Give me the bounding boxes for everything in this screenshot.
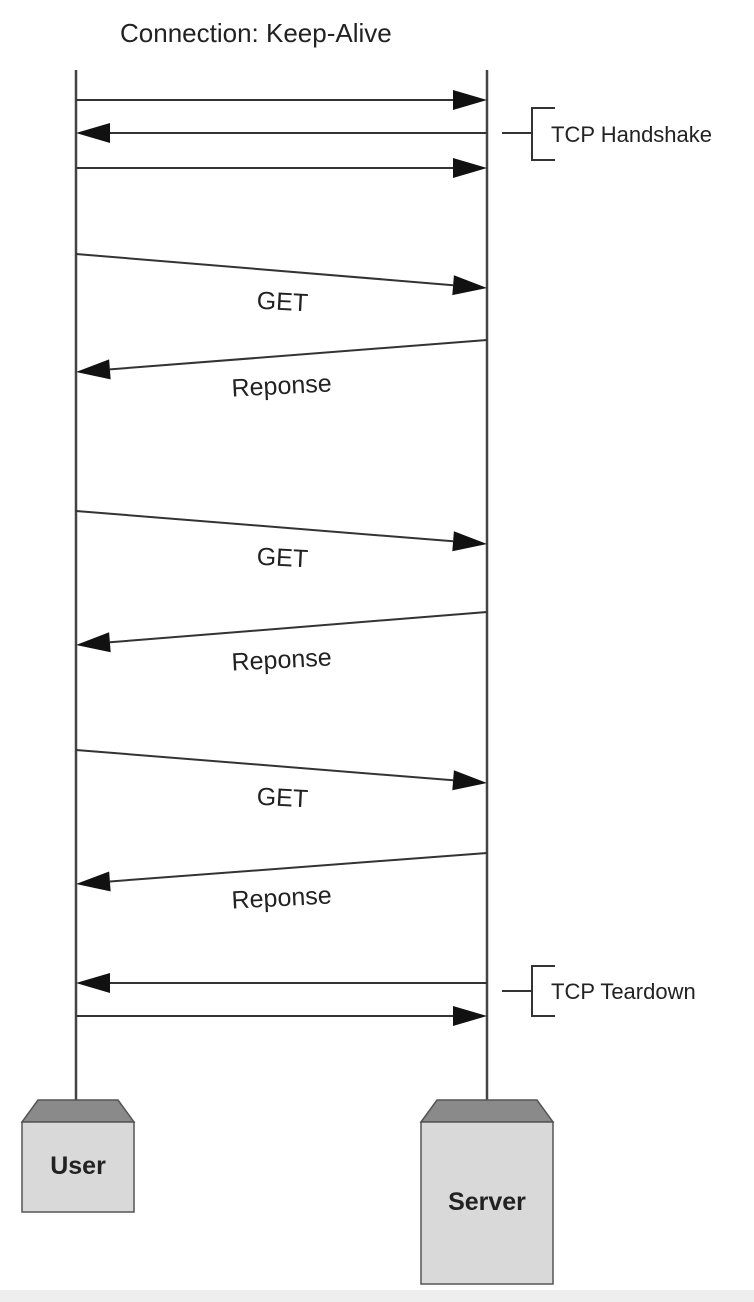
bottom-band [0,1290,754,1302]
message-line [109,611,488,644]
user-node [20,1099,136,1213]
handshake-label: TCP Handshake [551,122,712,147]
get-label: GET [256,287,309,318]
arrowhead-icon [452,770,487,791]
server-label: Server [448,1188,526,1216]
user-label: User [50,1152,106,1180]
arrowhead-icon [76,871,111,892]
message-line [75,253,454,287]
teardown-label: TCP Teardown [551,979,696,1004]
get-label: GET [256,783,309,814]
message-line [109,852,488,883]
response-label: Reponse [231,643,332,676]
arrowhead-icon [452,531,487,552]
server-node [419,1099,555,1285]
arrowhead-icon [76,632,111,653]
arrowhead-icon [76,359,111,380]
arrowhead-icon [453,1006,487,1026]
handshake-bracket [502,107,555,161]
arrowhead-icon [452,275,487,296]
message-line [75,510,454,543]
teardown-bracket [502,965,555,1017]
arrowhead-icon [453,158,487,178]
arrowhead-icon [76,123,110,143]
response-label: Reponse [231,881,332,914]
message-line [109,339,488,371]
response-label: Reponse [231,369,332,402]
arrowhead-icon [453,90,487,110]
get-label: GET [256,543,309,574]
message-line [75,749,454,782]
diagram-title: Connection: Keep-Alive [120,18,392,48]
arrowhead-icon [76,973,110,993]
